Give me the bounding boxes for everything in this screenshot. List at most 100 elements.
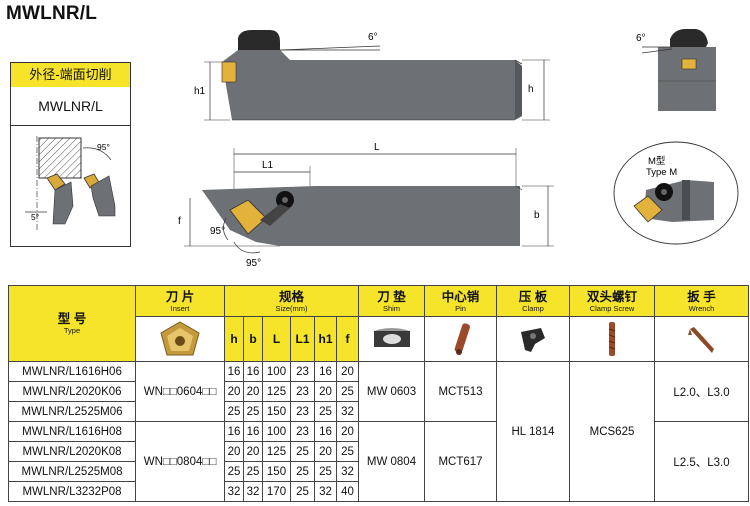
- cell-L: 150: [262, 401, 291, 422]
- insert-cell-06: WN□□0604□□: [135, 361, 225, 422]
- row-type: MWLNR/L1616H06: [8, 361, 136, 382]
- cell-h: 20: [224, 381, 244, 402]
- size-col-h1: h1: [314, 316, 337, 362]
- pin-image-cell: [424, 316, 497, 362]
- mini-insert-1: [46, 173, 66, 191]
- size-col-L: L: [262, 316, 291, 362]
- cell-f: 32: [336, 461, 359, 482]
- clamp-top: [238, 30, 280, 50]
- cell-L: 100: [262, 421, 291, 442]
- cell-b: 25: [243, 461, 263, 482]
- row-type: MWLNR/L2525M08: [8, 461, 136, 482]
- insert-top-view: [221, 61, 237, 83]
- size-col-L1: L1: [290, 316, 315, 362]
- shank-top-view: [290, 60, 515, 120]
- insert-image-cell: [135, 316, 225, 362]
- shim-image-cell: [358, 316, 425, 362]
- mini-holder-2: [90, 175, 116, 217]
- cell-f: 25: [336, 441, 359, 462]
- cell-L1: 25: [290, 461, 315, 482]
- row-type: MWLNR/L2525M06: [8, 401, 136, 422]
- wrench-cell-06: L2.0、L3.0: [654, 361, 749, 422]
- cell-L1: 23: [290, 361, 315, 382]
- side-angle-95-a: 95°: [210, 226, 225, 237]
- mini-holder-1: [52, 181, 74, 225]
- cell-L: 150: [262, 461, 291, 482]
- insert-icon: [160, 321, 200, 356]
- cell-b: 25: [243, 401, 263, 422]
- cell-L1: 23: [290, 421, 315, 442]
- cell-b: 32: [243, 481, 263, 502]
- cell-h: 25: [224, 401, 244, 422]
- cell-h1: 32: [314, 481, 337, 502]
- pin-icon: [454, 323, 470, 355]
- cell-L1: 23: [290, 381, 315, 402]
- dim-L1: L1: [262, 160, 274, 171]
- tool-drawing: 6° h1 h L L1 f b 95° 95°: [178, 30, 554, 269]
- screw-cell: MCS625: [569, 361, 655, 502]
- end-view-body: [658, 47, 716, 111]
- type-m-cn: M型: [648, 156, 666, 167]
- end-view-insert: [681, 58, 697, 70]
- mini-angle-5: 5°: [31, 212, 39, 222]
- cell-f: 32: [336, 401, 359, 422]
- wrench-icon: [687, 327, 714, 353]
- size-col-b: b: [243, 316, 263, 362]
- cell-b: 16: [243, 421, 263, 442]
- clamp-image-cell: [496, 316, 570, 362]
- cell-h1: 25: [314, 401, 337, 422]
- pin-cell-08: MCT617: [424, 421, 497, 502]
- dim-h1: h1: [194, 86, 206, 97]
- cell-b: 16: [243, 361, 263, 382]
- row-type: MWLNR/L3232P08: [8, 481, 136, 502]
- shim-cell-08: MW 0804: [358, 421, 425, 502]
- wrench-cell-08: L2.5、L3.0: [654, 421, 749, 502]
- cell-L1: 23: [290, 401, 315, 422]
- cell-h1: 16: [314, 361, 337, 382]
- cell-L1: 25: [290, 481, 315, 502]
- shim-cell-06: MW 0603: [358, 361, 425, 422]
- operation-label: 外径-端面切削: [10, 62, 131, 88]
- side-angle-95-b: 95°: [246, 258, 261, 269]
- screw-image-cell: [569, 316, 655, 362]
- workpiece-hatch: [38, 137, 82, 179]
- size-col-f: f: [336, 316, 359, 362]
- cell-L: 170: [262, 481, 291, 502]
- cell-L: 100: [262, 361, 291, 382]
- shim-icon: [373, 328, 410, 347]
- cell-f: 20: [336, 361, 359, 382]
- cell-h: 16: [224, 361, 244, 382]
- dim-b: b: [534, 210, 540, 221]
- cell-L: 125: [262, 441, 291, 462]
- product-title: MWLNR/L: [6, 3, 98, 24]
- cell-h1: 20: [314, 381, 337, 402]
- size-col-h: h: [224, 316, 244, 362]
- model-code-label: MWLNR/L: [10, 87, 131, 126]
- cell-h1: 20: [314, 441, 337, 462]
- row-type: MWLNR/L2020K08: [8, 441, 136, 462]
- cell-h: 20: [224, 441, 244, 462]
- cell-h: 25: [224, 461, 244, 482]
- cell-h1: 16: [314, 421, 337, 442]
- cell-L: 125: [262, 381, 291, 402]
- cell-f: 40: [336, 481, 359, 502]
- clamp-icon: [521, 328, 545, 352]
- mini-angle-95: 95°: [97, 142, 110, 152]
- cell-b: 20: [243, 381, 263, 402]
- cell-L1: 25: [290, 441, 315, 462]
- clamp-cell: HL 1814: [496, 361, 570, 502]
- cell-f: 20: [336, 421, 359, 442]
- application-diagram: 95° 5°: [10, 126, 131, 247]
- pin-cell-06: MCT513: [424, 361, 497, 422]
- row-type: MWLNR/L2020K06: [8, 381, 136, 402]
- cell-h1: 25: [314, 461, 337, 482]
- cell-h: 16: [224, 421, 244, 442]
- insert-cell-08: WN□□0804□□: [135, 421, 225, 502]
